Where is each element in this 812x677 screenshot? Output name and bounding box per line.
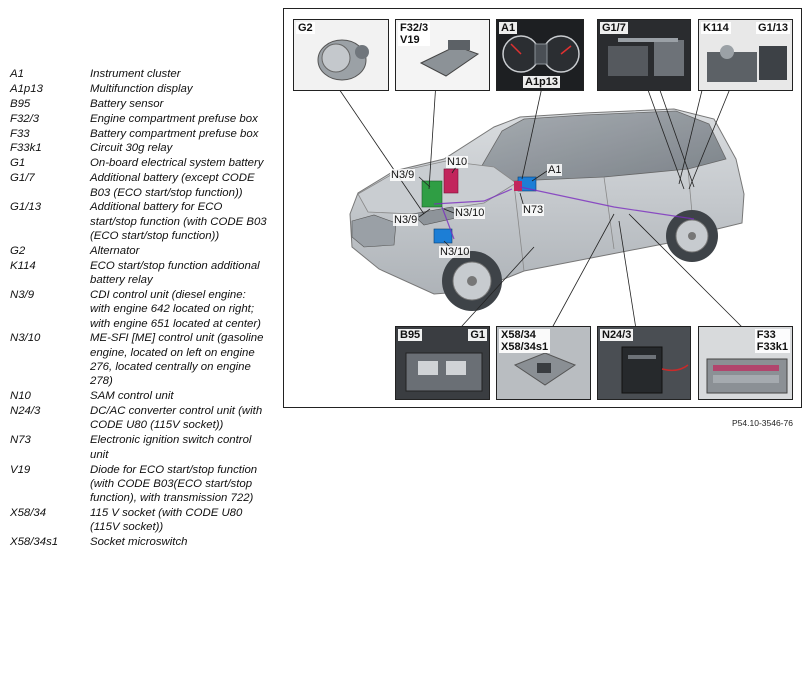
legend-row: A1 Instrument cluster [10,67,272,81]
front-wheel [442,251,502,311]
inset-instrument-cluster: A1 A1p13 [496,19,584,91]
callout-n3-9-lower: N3/9 [393,214,419,226]
legend-description: DC/AC converter control unit (with CODE … [90,405,263,432]
inset-battery-prefuse-box: F33 F33k1 [698,326,793,400]
legend-code: G1/7 [10,172,35,185]
callout-n73: N73 [522,204,545,216]
inset-additional-battery: G1/7 [597,19,691,91]
legend-description: ECO start/stop function additional batte… [90,259,260,287]
legend-row: N73 Electronic ignition switch control un… [10,433,272,462]
legend-row: F32/3 Engine compartment prefuse box [10,112,272,126]
legend-code: X58/34s1 [10,536,59,549]
legend-row: B95 Battery sensor [10,97,272,111]
legend-description: 115 V socket (with CODE U80 (115V socket… [90,507,243,534]
legend-row: G1 On-board electrical system battery [10,156,272,170]
legend-description: Multifunction display [90,82,193,95]
callout-n3-9-upper: N3/9 [390,169,416,181]
battery-sensor-photo [396,327,489,399]
inset-label-g1-7: G1/7 [600,22,628,34]
inset-label-a1p13: A1p13 [523,76,561,88]
inset-alternator: G2 [293,19,389,91]
callout-n10: N10 [446,156,469,168]
legend-row: G1/13 Additional battery for ECO start/st… [10,200,272,243]
legend-row: K114 ECO start/stop function additional b… [10,259,272,288]
n3-10-component [433,228,453,244]
inset-115v-socket: X58/34 X58/34s1 [496,326,591,400]
inset-dc-ac-converter: N24/3 [597,326,691,400]
legend-row: N10 SAM control unit [10,389,272,403]
legend-row: X58/34 115 V socket (with CODE U80 (115V … [10,506,272,535]
inset-label-b95: B95 [398,329,423,341]
legend-row: F33k1 Circuit 30g relay [10,141,272,155]
legend-description: Alternator [90,244,140,257]
legend-code: B95 [10,97,31,110]
legend-row: N24/3 DC/AC converter control unit (with … [10,404,272,433]
callout-n3-10-lower: N3/10 [439,246,471,258]
figure-reference: P54.10-3546-76 [732,418,793,428]
legend-description: Battery sensor [90,97,164,110]
inset-eco-relay: K114 G1/13 [698,19,793,91]
legend-code: A1 [10,68,24,80]
wiring-harness [433,186,695,240]
legend-description: Diode for ECO start/stop function (with … [90,463,258,505]
legend-code: N10 [10,390,31,403]
legend-row: A1p13 Multifunction display [10,82,272,96]
inset-label-k114: K114 [701,22,731,34]
legend-description: Instrument cluster [90,68,181,80]
rear-wheel [666,210,718,262]
legend-description: Additional battery (except CODE B03 (ECO… [90,172,255,199]
legend-code: F33 [10,127,30,140]
inset-label-g2: G2 [296,22,315,34]
legend-code: G1 [10,157,26,170]
callout-a1: A1 [547,164,563,176]
legend-description: ME-SFI [ME] control unit (gasoline engin… [90,332,264,388]
legend-row: F33 Battery compartment prefuse box [10,127,272,141]
legend-code: G1/13 [10,201,42,214]
legend-code: N3/9 [10,288,35,301]
legend-code: X58/34 [10,507,47,519]
legend-code: V19 [10,463,31,476]
legend-code: K114 [10,259,36,272]
legend-description: On-board electrical system battery [90,157,264,170]
legend-code: N73 [10,434,31,447]
legend-description: Additional battery for ECO start/stop fu… [90,201,267,243]
n3-9-component [421,180,443,208]
legend-description: SAM control unit [90,390,174,403]
converter-photo [598,327,690,399]
legend-code: N24/3 [10,405,41,418]
legend-row: G1/7 Additional battery (except CODE B03 … [10,171,272,200]
grille [351,214,397,248]
legend-code: F32/3 [10,112,40,125]
legend-row: N3/9 CDI control unit (diesel engine: wit… [10,288,272,331]
legend-row: X58/34s1 Socket microswitch [10,535,272,549]
inset-engine-prefuse-box: F32/3 V19 [395,19,490,91]
inset-label-f32-v19: F32/3 V19 [398,22,431,46]
legend-description: Engine compartment prefuse box [90,112,258,125]
inset-battery-sensor: B95 G1 [395,326,490,400]
legend-description: Electronic ignition switch control unit [90,434,252,461]
component-location-figure: G2 F32/3 V19 A1 A1p13 G1/7 [283,8,802,408]
legend-code: G2 [10,244,26,257]
legend-row: N3/10 ME-SFI [ME] control unit (gasoline … [10,331,272,388]
n73-component [514,181,522,191]
legend-row: V19 Diode for ECO start/stop function (wi… [10,463,272,506]
legend-description: Battery compartment prefuse box [90,127,259,140]
legend-description: Circuit 30g relay [90,142,173,155]
legend-description: CDI control unit (diesel engine: with en… [90,288,261,330]
inset-label-g1: G1 [468,329,487,341]
inset-label-x58-34: X58/34 X58/34s1 [499,329,551,353]
n10-component [443,168,459,194]
inset-label-n24-3: N24/3 [600,329,634,341]
legend-row: G2 Alternator [10,244,272,258]
inset-label-f33-f33k1: F33 F33k1 [754,329,790,353]
callout-n3-10-upper: N3/10 [454,207,486,219]
legend-code: N3/10 [10,332,41,345]
legend-description: Socket microswitch [90,536,188,549]
legend-code: F33k1 [10,142,42,155]
legend-code: A1p13 [10,82,43,95]
inset-label-a1: A1 [499,22,518,34]
inset-label-g1-13: G1/13 [756,22,790,34]
